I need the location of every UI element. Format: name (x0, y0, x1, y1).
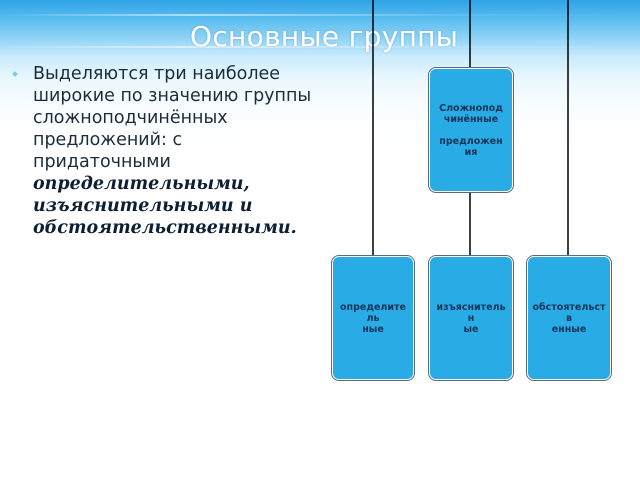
child-node-explanatory: изъяснительн ые (429, 256, 513, 380)
child-node-adverbial: обстоятельств енные (527, 256, 611, 380)
child-node-attributive: определитель ные (332, 256, 414, 380)
slide-body-text: Выделяются три наиболее широкие по значе… (33, 63, 323, 239)
body-text-plain: Выделяются три наиболее широкие по значе… (33, 64, 312, 172)
slide-title: Основные группы (190, 20, 459, 53)
root-node-complex-sentences: Сложнопод чинённые предложен ия (429, 68, 513, 192)
body-text-emphasis: определительными, изъяснительными и обст… (33, 174, 297, 238)
header-light-streak (0, 46, 640, 48)
header-light-streak (0, 14, 640, 16)
